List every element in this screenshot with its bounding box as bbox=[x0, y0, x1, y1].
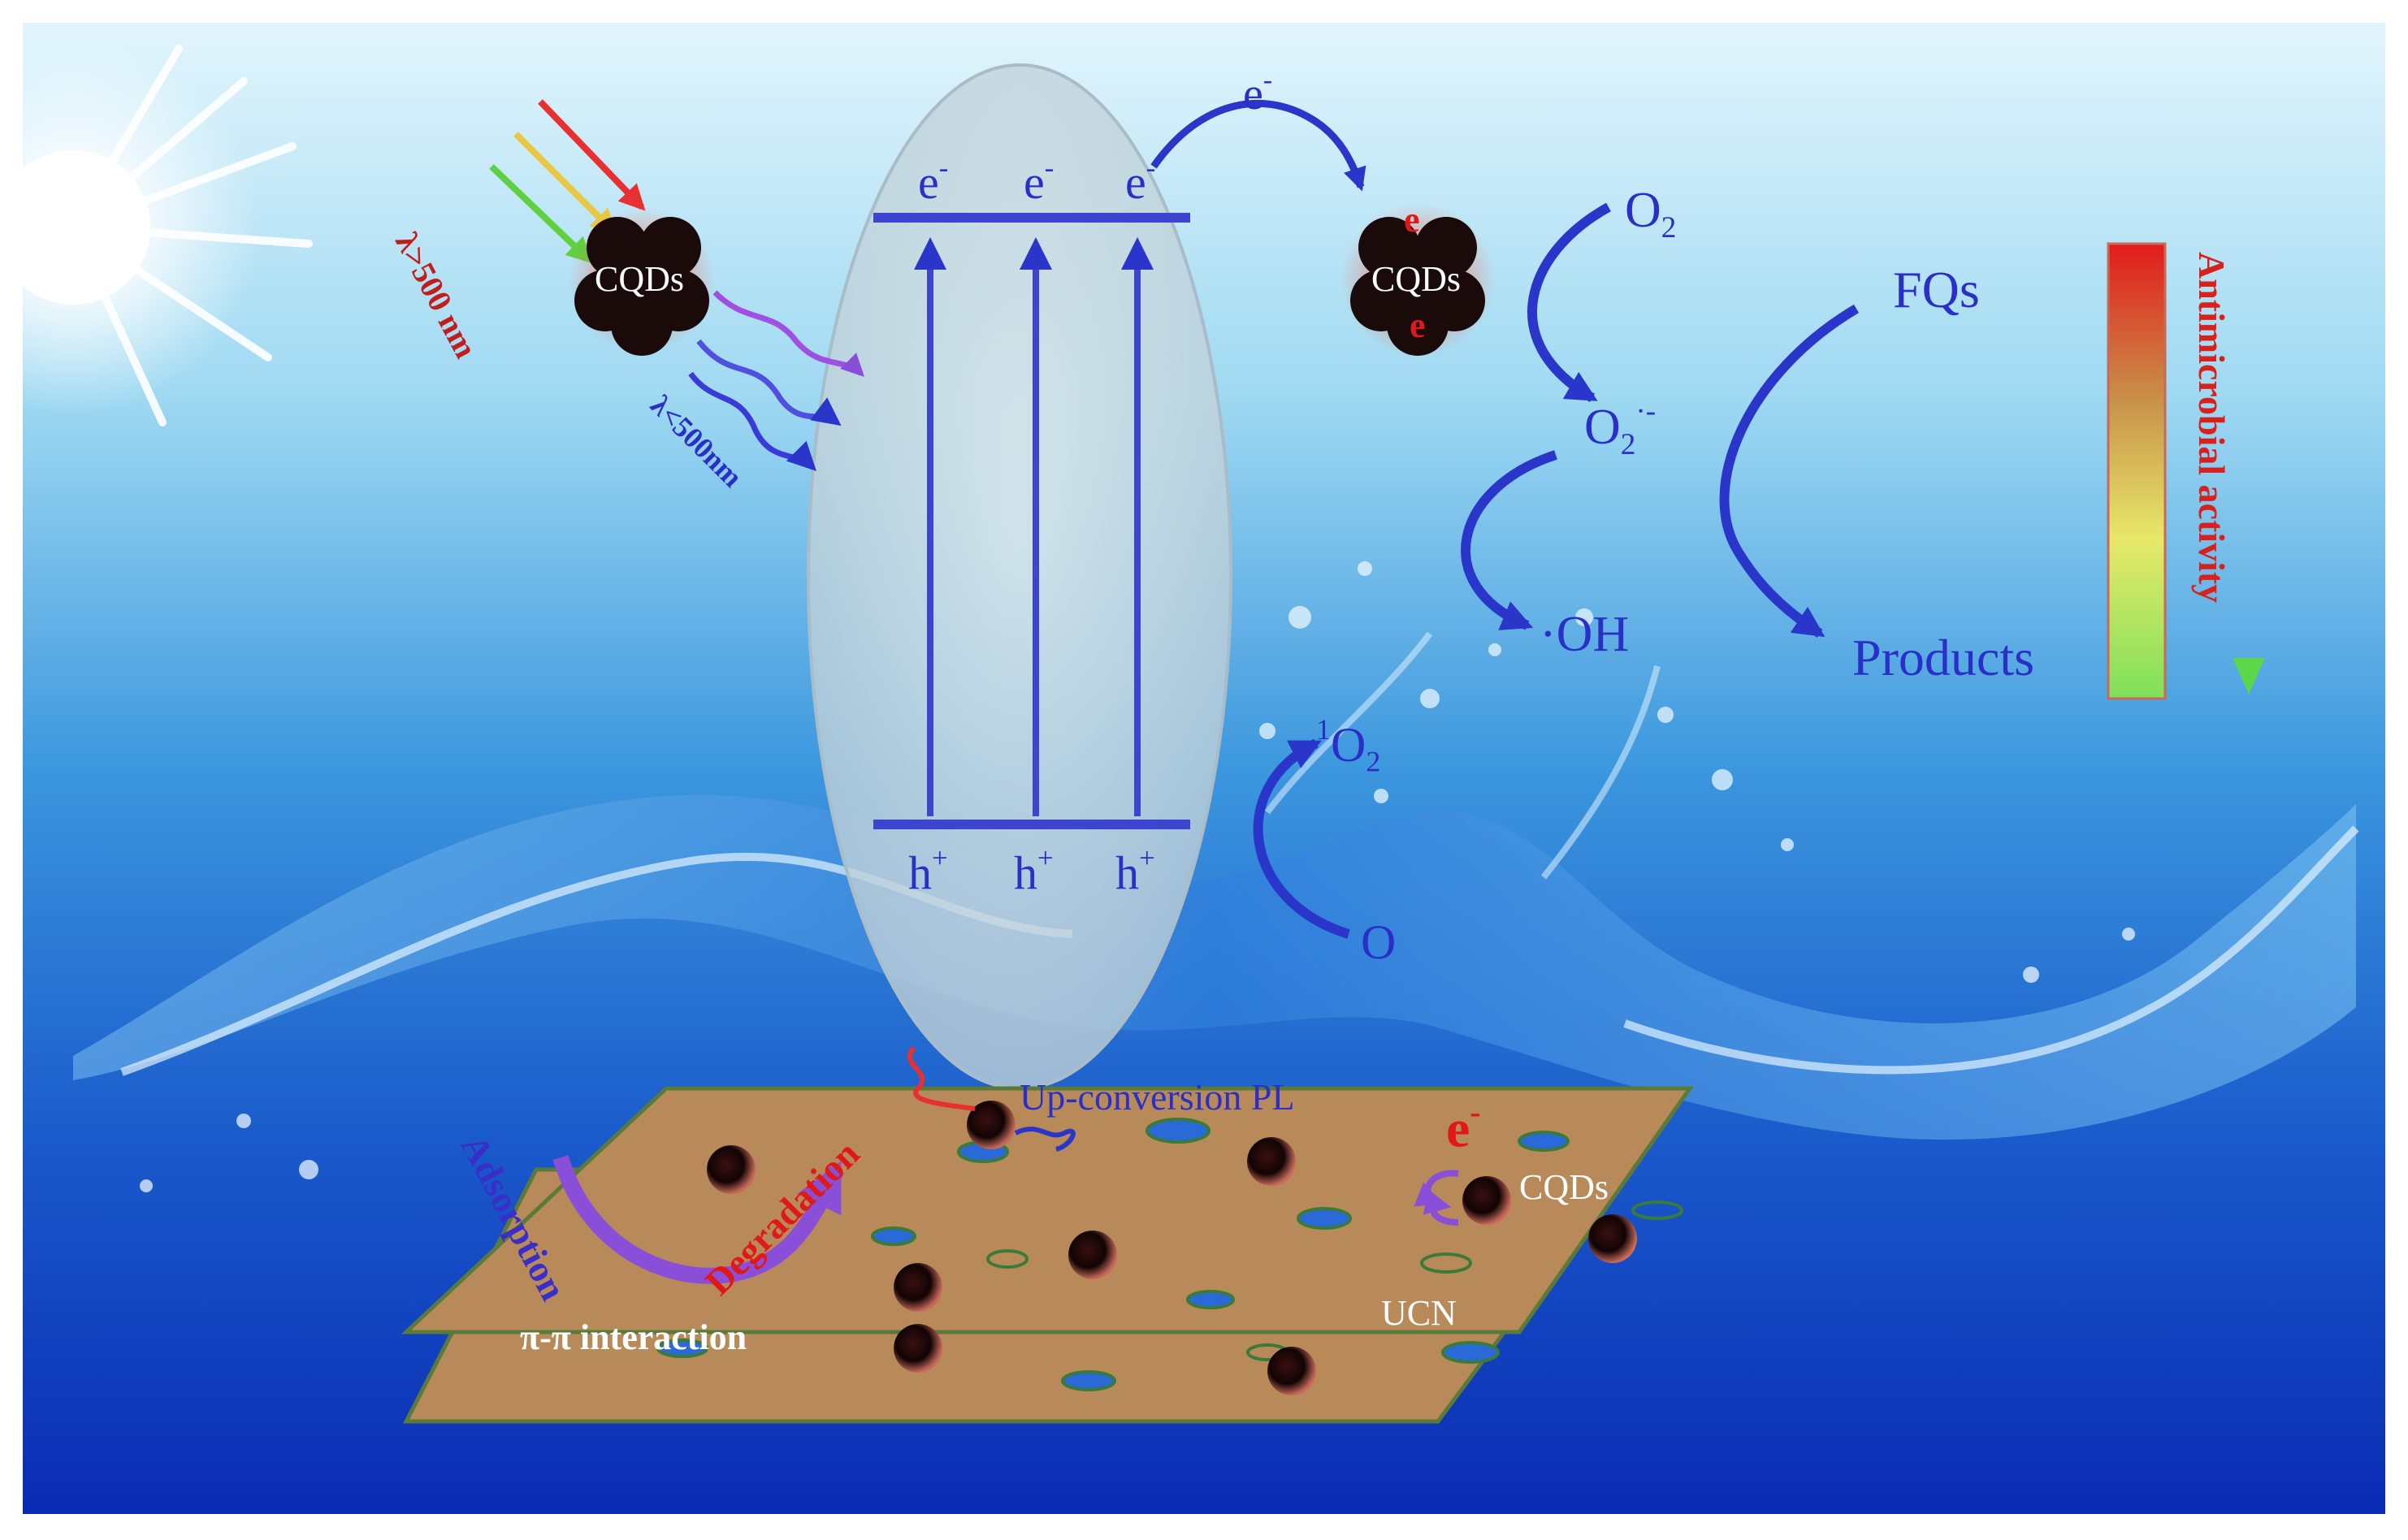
excitation-arrows bbox=[914, 237, 1154, 816]
band-hole-3: h+ bbox=[1115, 842, 1155, 900]
transfer-electron-label: e- bbox=[1243, 65, 1273, 120]
products-label: Products bbox=[1852, 629, 2034, 686]
oxygen-low-label: O bbox=[1361, 915, 1397, 969]
cqd-dot bbox=[967, 1101, 1016, 1149]
antimicrobial-activity-bar bbox=[2107, 242, 2265, 700]
upconversion-wavy-blue bbox=[1014, 1127, 1076, 1152]
cqd-dot bbox=[1267, 1347, 1316, 1395]
cqd-dot bbox=[707, 1145, 756, 1194]
electron-transfer-arrow bbox=[1150, 99, 1366, 192]
cqd-dot bbox=[1588, 1214, 1637, 1263]
fqs-label: FQs bbox=[1893, 261, 1980, 318]
band-electron-1: e- bbox=[918, 152, 949, 210]
adsorption-degradation-arrow bbox=[552, 1155, 844, 1284]
water-wave bbox=[73, 561, 2359, 1192]
oxygen-label: O2 bbox=[1625, 183, 1677, 245]
o2-to-superoxide-arrow bbox=[1527, 202, 1611, 403]
cqd-cluster-left-label: CQDs bbox=[595, 259, 685, 299]
antimicrobial-activity-label: Antimicrobial activity bbox=[2191, 252, 2233, 603]
electron-cycle-arrows bbox=[1414, 1170, 1459, 1226]
cqd-dot bbox=[1462, 1176, 1511, 1225]
superoxide-to-oh-arrow bbox=[1461, 450, 1557, 630]
band-electron-3: e- bbox=[1125, 152, 1156, 210]
incident-light-arrows bbox=[489, 99, 646, 264]
sheet-cqds-label: CQDs bbox=[1519, 1167, 1609, 1207]
sun-icon bbox=[0, 41, 313, 426]
hydroxyl-label: ·OH bbox=[1540, 607, 1630, 662]
upconversion-wavy-red bbox=[907, 1045, 976, 1111]
pi-interaction-label: π-π interaction bbox=[520, 1317, 747, 1357]
singlet-oxygen-label: 1O2 bbox=[1316, 713, 1381, 778]
sheet-cqd-dots bbox=[707, 1101, 1637, 1395]
svg-text:e: e bbox=[1404, 200, 1420, 240]
cqd-dot bbox=[894, 1324, 942, 1373]
cqd-cluster-right: e e bbox=[1340, 200, 1495, 357]
sheet-electron-label: e- bbox=[1446, 1094, 1481, 1159]
cqd-cluster-left bbox=[569, 207, 715, 356]
band-hole-1: h+ bbox=[908, 842, 948, 900]
band-electron-2: e- bbox=[1024, 152, 1055, 210]
oxygen-to-singlet-arrow bbox=[1253, 738, 1350, 939]
fqs-to-products-arrow bbox=[1719, 304, 1860, 638]
ros-arrows bbox=[1253, 202, 1860, 939]
band-hole-2: h+ bbox=[1014, 842, 1054, 900]
ucn-label: UCN bbox=[1381, 1293, 1457, 1333]
svg-text:e: e bbox=[1410, 305, 1426, 345]
cqd-dot bbox=[1068, 1231, 1117, 1279]
superoxide-label: O2·- bbox=[1584, 395, 1657, 461]
emission-wavy-arrows bbox=[688, 290, 864, 471]
cqd-dot bbox=[1247, 1137, 1296, 1186]
cqd-cluster-right-label: CQDs bbox=[1371, 259, 1462, 299]
cqd-dot bbox=[894, 1263, 942, 1312]
upconversion-pl-label: Up-conversion PL bbox=[1020, 1076, 1295, 1118]
